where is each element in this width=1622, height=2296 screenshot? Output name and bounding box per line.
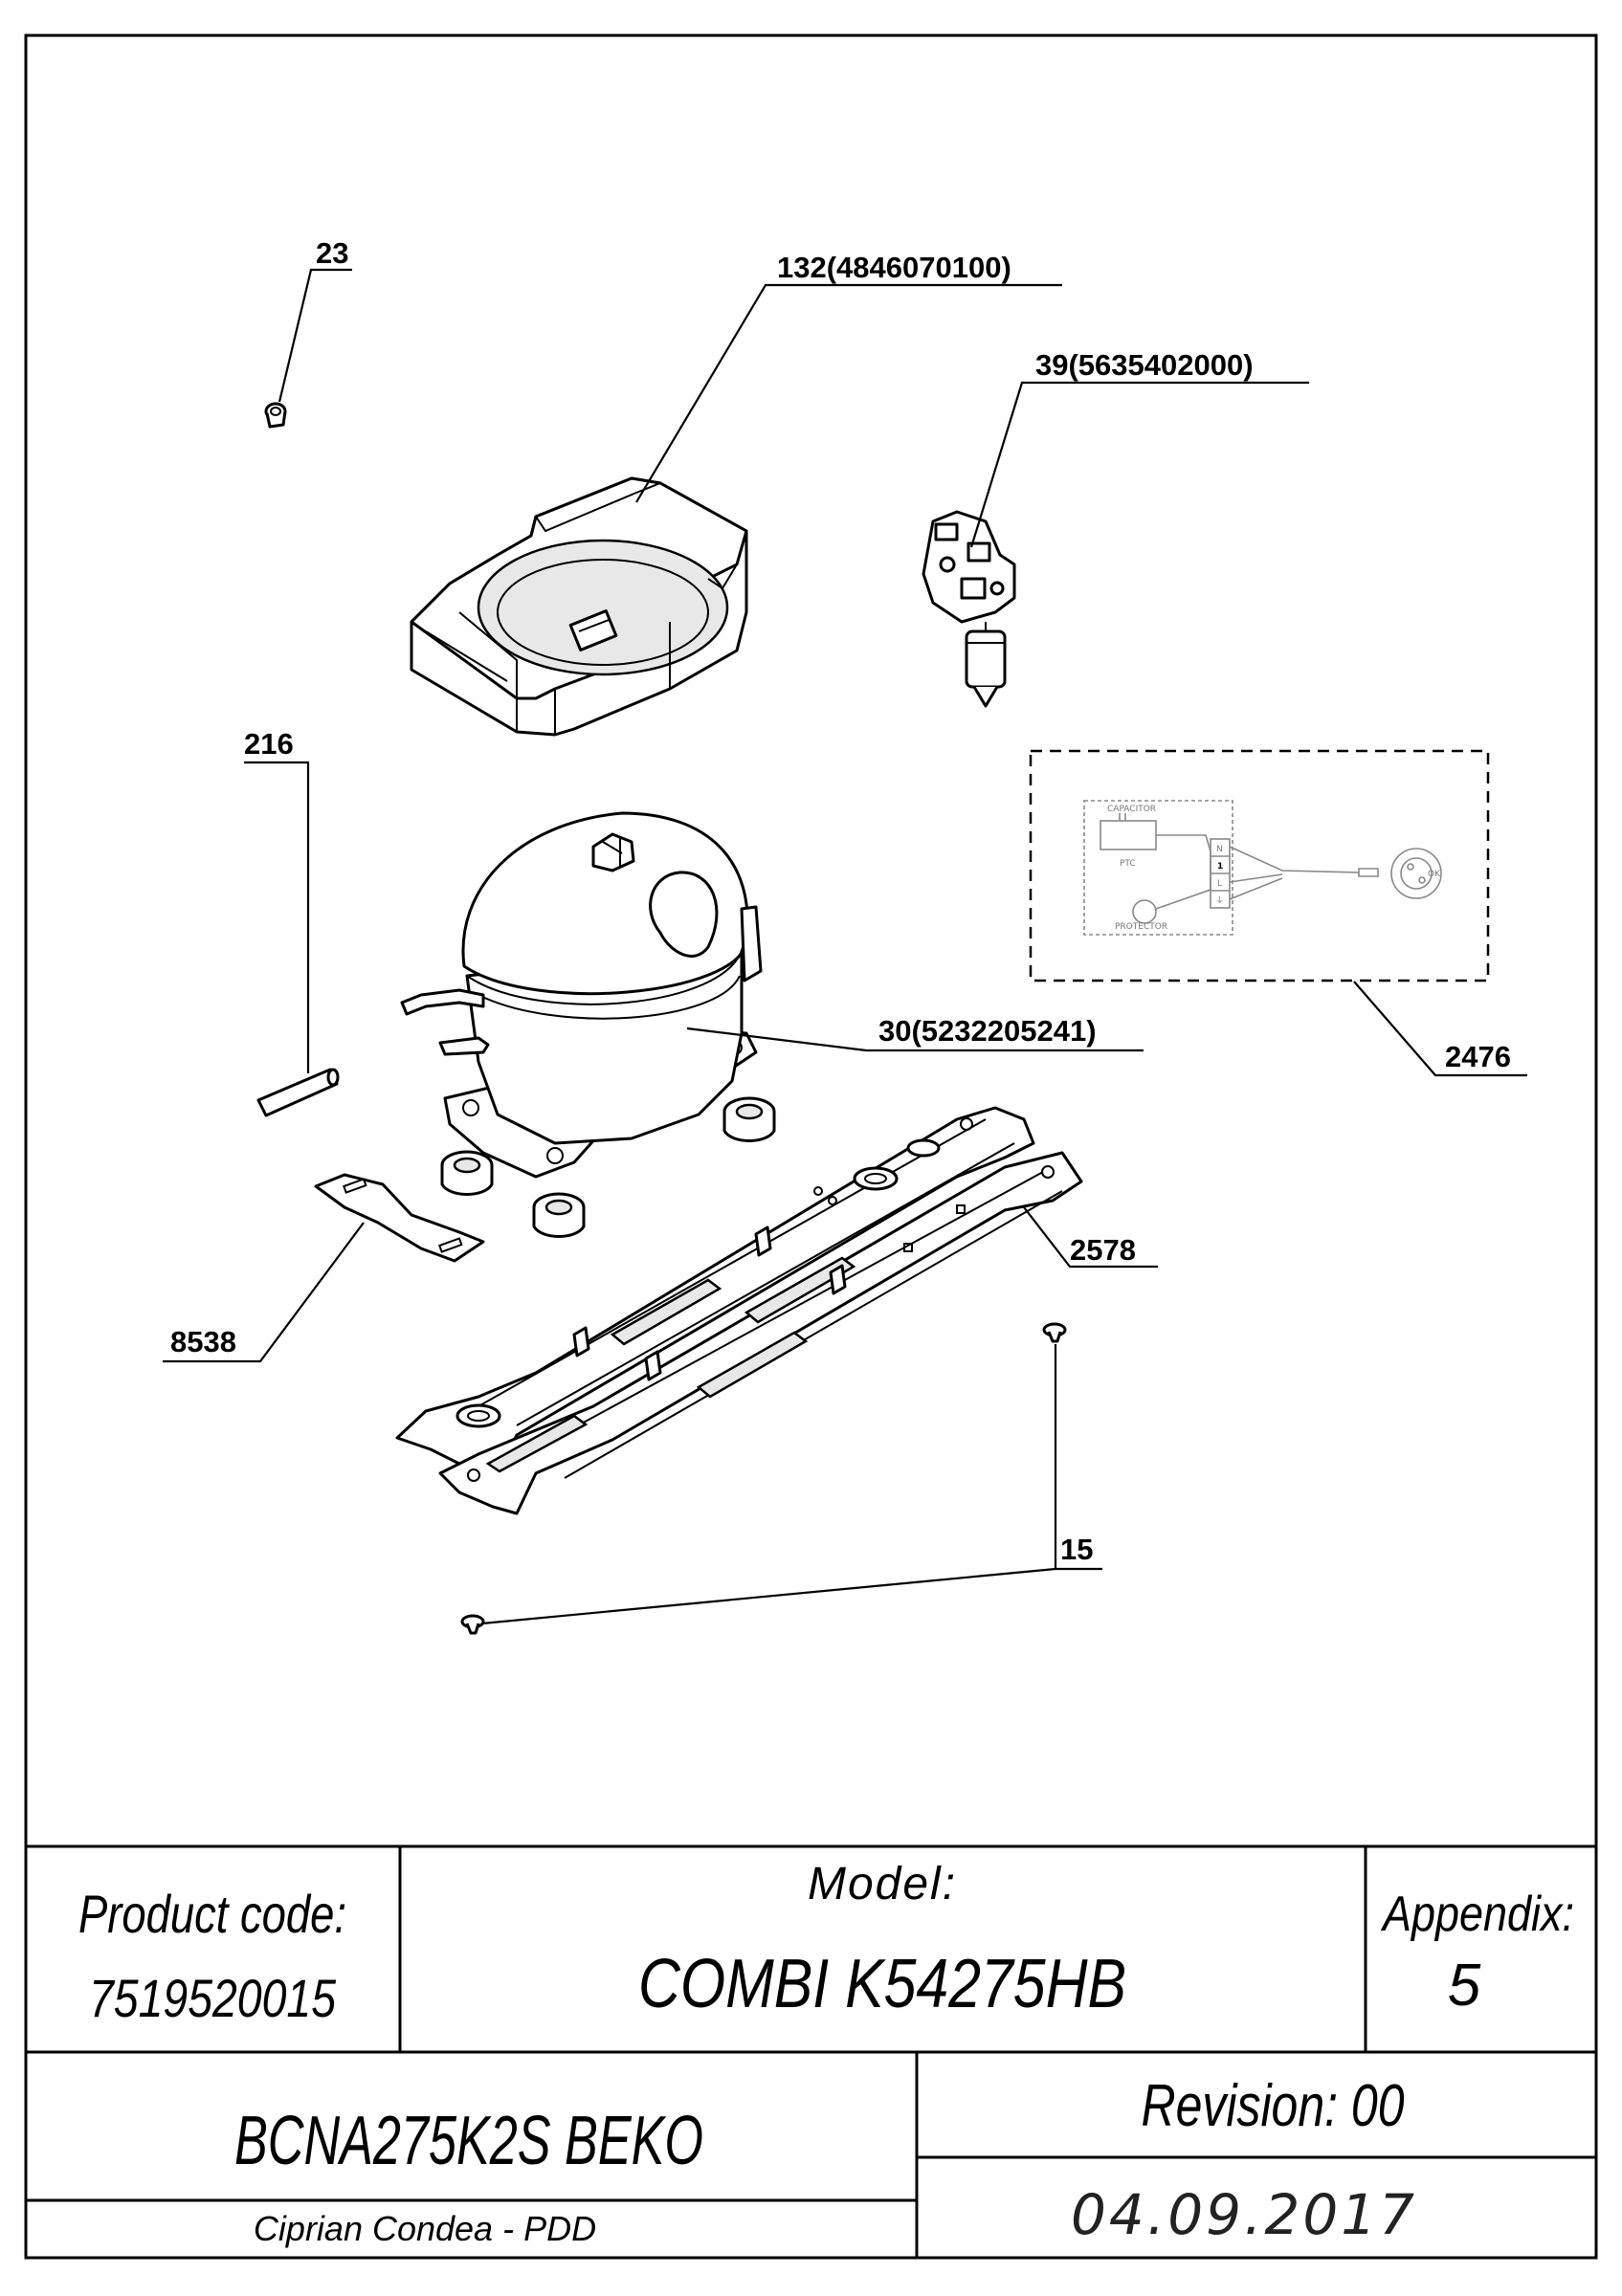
leader-2578 bbox=[1023, 1206, 1158, 1269]
product-code-value: 7519520015 bbox=[89, 1968, 337, 2028]
leader-15b bbox=[481, 1567, 1056, 1625]
callout-39: 39(5635402000) bbox=[1035, 348, 1254, 382]
schematic-ptc-label: PTC bbox=[1120, 859, 1136, 869]
product-name: BCNA275K2S BEKO bbox=[234, 2103, 703, 2179]
schematic-terminal-ground: ⏚ bbox=[1215, 895, 1224, 906]
schematic-protector-label: PROTECTOR bbox=[1115, 922, 1167, 932]
appendix-label: Appendix: bbox=[1380, 1887, 1574, 1942]
part-39-relay-starter bbox=[922, 510, 1016, 708]
callout-15: 15 bbox=[1060, 1533, 1093, 1566]
part-216-pin bbox=[256, 1068, 340, 1117]
callout-2578: 2578 bbox=[1070, 1233, 1136, 1267]
leader-216 bbox=[244, 761, 310, 1073]
leader-8538 bbox=[163, 1222, 365, 1363]
schematic-terminal-n: N bbox=[1216, 845, 1223, 854]
revision-date: 04.09.2017 bbox=[1071, 2182, 1417, 2247]
revision: Revision: 00 bbox=[1142, 2073, 1405, 2139]
schematic-capacitor-label: CAPACITOR bbox=[1107, 805, 1156, 814]
callout-30: 30(5232205241) bbox=[878, 1014, 1097, 1048]
callout-8538: 8538 bbox=[170, 1325, 236, 1358]
author: Ciprian Condea - PDD bbox=[254, 2209, 596, 2248]
title-block: Product code: 7519520015 Model: COMBI K5… bbox=[26, 1844, 1596, 2258]
schematic-plug-label: OK bbox=[1428, 870, 1441, 879]
product-code-label: Product code: bbox=[78, 1884, 346, 1944]
callout-23: 23 bbox=[316, 236, 348, 270]
part-132-compressor-cover bbox=[410, 476, 748, 737]
part-2476-wiring-harness: CAPACITOR PTC PROTECTOR N 1 L ⏚ OK bbox=[1029, 749, 1490, 982]
leader-132 bbox=[635, 283, 1062, 503]
appendix-value: 5 bbox=[1448, 1953, 1481, 2019]
leader-30 bbox=[686, 1027, 1144, 1052]
leader-2476 bbox=[1353, 981, 1527, 1077]
schematic-terminal-1: 1 bbox=[1217, 862, 1223, 872]
leader-39 bbox=[969, 381, 1309, 548]
part-2578-mounting-rails bbox=[395, 1106, 1083, 1515]
model-label: Model: bbox=[808, 1859, 957, 1910]
drawing-frame bbox=[24, 33, 1598, 2260]
leader-23 bbox=[278, 268, 352, 403]
model-value: COMBI K54275HB bbox=[638, 1946, 1126, 2022]
rubber-grommets bbox=[440, 1096, 776, 1238]
schematic-terminal-l: L bbox=[1217, 879, 1222, 889]
callout-2476: 2476 bbox=[1445, 1040, 1511, 1073]
part-23-grommet bbox=[264, 402, 287, 429]
part-30-compressor bbox=[400, 811, 763, 1179]
part-8538-strap bbox=[314, 1173, 485, 1263]
part-15-screws bbox=[460, 1322, 1067, 1635]
callout-216: 216 bbox=[244, 727, 294, 761]
callout-132: 132(4846070100) bbox=[777, 251, 1011, 284]
